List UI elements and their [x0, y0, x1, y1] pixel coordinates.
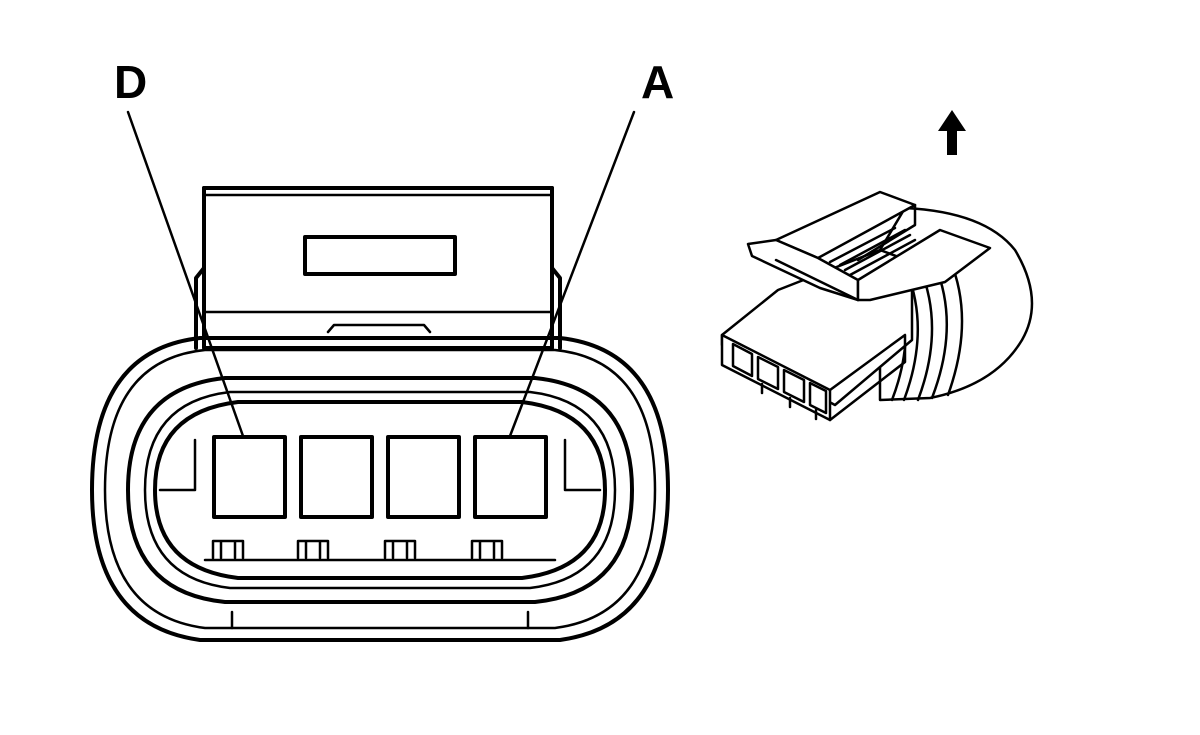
connector-isometric-view — [720, 190, 1034, 422]
outer-shell — [90, 336, 670, 642]
callout-label-a: A — [641, 56, 674, 108]
terminal-nubs — [211, 539, 504, 560]
callout-label-d: D — [114, 56, 147, 108]
leader-line-d — [126, 110, 245, 438]
cavity-b — [386, 435, 461, 519]
arrow-up-icon — [938, 110, 966, 155]
cavity-row — [212, 435, 548, 519]
cavity-c — [299, 435, 374, 519]
cavity-a — [473, 435, 548, 519]
cavity-d — [212, 435, 287, 519]
lock-tab-housing — [194, 186, 562, 350]
connector-front-view — [90, 110, 670, 642]
leader-line-a — [508, 110, 636, 438]
